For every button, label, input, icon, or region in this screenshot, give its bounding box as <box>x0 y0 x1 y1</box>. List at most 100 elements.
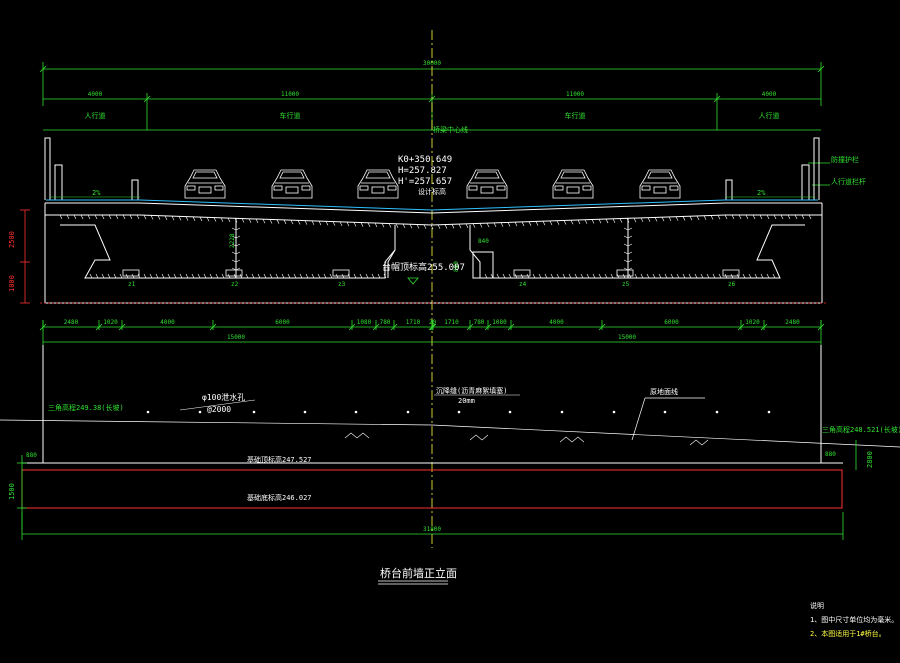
left-ground-elevation: 三角高程249.38(长坡) <box>48 403 124 412</box>
drain-note-2: @2000 <box>207 405 231 414</box>
half-left-dim: 15000 <box>227 334 245 341</box>
right-step-dim: 880 <box>825 451 836 458</box>
bearing-label-z5: z5 <box>622 281 630 288</box>
inner-height-dim: 2228 <box>229 233 236 248</box>
bearing-label-z4: z4 <box>519 281 527 288</box>
sidewalk-right-dim: 4000 <box>762 91 777 98</box>
bearing-label-z1: z1 <box>128 281 136 288</box>
settlement-joint-width: 20mm <box>458 397 475 405</box>
car-icon <box>357 169 399 199</box>
left-step-dim: 880 <box>26 452 37 459</box>
edge-dimension <box>20 209 826 304</box>
drain-holes <box>146 410 771 414</box>
ground-hatch <box>344 432 709 446</box>
foundation <box>21 462 843 509</box>
bearings <box>122 269 740 277</box>
bottom-dimension-texts: 2480 1020 4000 6000 1080 780 1710 20 1710 780 1080… <box>64 319 800 326</box>
notes-line-1: 1、图中尺寸单位均为毫米。 <box>810 615 898 624</box>
settlement-joint-note: 沉降缝(沥青麻絮填塞) <box>436 386 507 395</box>
cap-width-dim: 840 <box>478 238 489 245</box>
bottom-dimension-value: 6000 <box>275 319 290 326</box>
station-label: K0+350.649 <box>398 155 452 165</box>
drain-hole <box>198 410 202 414</box>
drain-note-1: φ100泄水孔 <box>202 392 245 402</box>
bearing-top-elevation: 台帽顶标高255.007 <box>382 261 465 273</box>
guardrail-label: 防撞护栏 <box>831 155 859 164</box>
sidewalk-rail-label: 人行道栏杆 <box>831 177 866 186</box>
left-railing <box>44 137 139 200</box>
bearing-pad <box>513 269 531 277</box>
vehicles <box>184 169 681 199</box>
drain-note-leader <box>179 399 256 411</box>
half-right-dim: 15000 <box>618 334 636 341</box>
cross-slope-right: 2% <box>757 189 766 197</box>
elevation-marker <box>407 277 419 285</box>
carriageway-right-dim: 11000 <box>566 91 584 98</box>
bottom-dimension-value: 6000 <box>664 319 679 326</box>
cross-slope-left: 2% <box>92 189 101 197</box>
bottom-dimension-value: 20 <box>429 319 437 326</box>
drain-hole <box>663 410 667 414</box>
carriageway-right-label: 车行道 <box>565 111 586 120</box>
drain-hole <box>354 410 358 414</box>
overall-width-dim: 30000 <box>423 60 441 67</box>
deck-surface <box>46 196 818 211</box>
car-icon <box>466 169 508 199</box>
drawing-title: 桥台前墙正立面 <box>380 566 457 580</box>
bearing-label-z6: z6 <box>728 281 736 288</box>
drain-hole <box>508 410 512 414</box>
bottom-dimension-value: 1710 <box>444 319 459 326</box>
drain-hole <box>146 410 150 414</box>
bottom-dimension-value: 1080 <box>357 319 372 326</box>
girder-height-dim: 2500 <box>8 231 16 248</box>
bearing-label-z3: z3 <box>338 281 346 288</box>
ground-callout-line <box>631 397 646 441</box>
car-icon <box>271 169 313 199</box>
bottom-dimension-value: 1080 <box>492 319 507 326</box>
drain-hole <box>406 410 410 414</box>
bearing-pad <box>332 269 350 277</box>
drain-hole <box>252 410 256 414</box>
bottom-dimension-value: 780 <box>474 319 485 326</box>
drain-hole <box>303 410 307 414</box>
foundation-top-elevation: 基础顶标高247.527 <box>247 455 312 464</box>
foundation-width-dim: 31800 <box>423 526 441 533</box>
drain-hole <box>767 410 771 414</box>
bearing-pad <box>122 269 140 277</box>
pier-height-dim: 1000 <box>8 275 16 292</box>
car-icon <box>552 169 594 199</box>
natural-ground-label: 原地面线 <box>650 387 678 396</box>
bearing-pad <box>722 269 740 277</box>
side-dimensions <box>17 440 857 530</box>
foundation-depth-dim: 1500 <box>8 483 16 500</box>
notes-heading: 说明 <box>810 601 824 610</box>
foundation-width-line <box>21 512 844 540</box>
right-railing <box>725 137 820 200</box>
bearing-label-z2: z2 <box>231 281 239 288</box>
sidewalk-right-label: 人行道 <box>759 111 780 120</box>
bearing-pad <box>225 269 243 277</box>
bottom-dimension-value: 1710 <box>406 319 421 326</box>
natural-ground-line <box>0 419 900 448</box>
h-prime-elevation: H'=257.657 <box>398 177 452 187</box>
bearing-pad <box>616 269 634 277</box>
bottom-dimension-value: 1020 <box>103 319 118 326</box>
right-depth-dim: 2800 <box>866 451 874 468</box>
bottom-dimension-ticks <box>39 320 825 331</box>
bottom-dimension-value: 1020 <box>745 319 760 326</box>
sidewalk-left-dim: 4000 <box>88 91 103 98</box>
foundation-bottom-elevation: 基础底标高246.027 <box>247 493 312 502</box>
right-ground-elevation: 三角高程248.521(长坡) <box>822 425 900 434</box>
sidewalk-left-label: 人行道 <box>85 111 106 120</box>
bottom-dimension-value: 4000 <box>160 319 175 326</box>
bottom-dimension-value: 780 <box>380 319 391 326</box>
drain-hole <box>560 410 564 414</box>
car-icon <box>639 169 681 199</box>
bottom-dimension-value: 2480 <box>785 319 800 326</box>
h-elevation: H=257.827 <box>398 166 447 176</box>
notes-line-2: 2、本图适用于1#桥台。 <box>810 629 886 638</box>
bottom-dimension-value: 2480 <box>64 319 79 326</box>
carriageway-left-label: 车行道 <box>280 111 301 120</box>
car-icon <box>184 169 226 199</box>
